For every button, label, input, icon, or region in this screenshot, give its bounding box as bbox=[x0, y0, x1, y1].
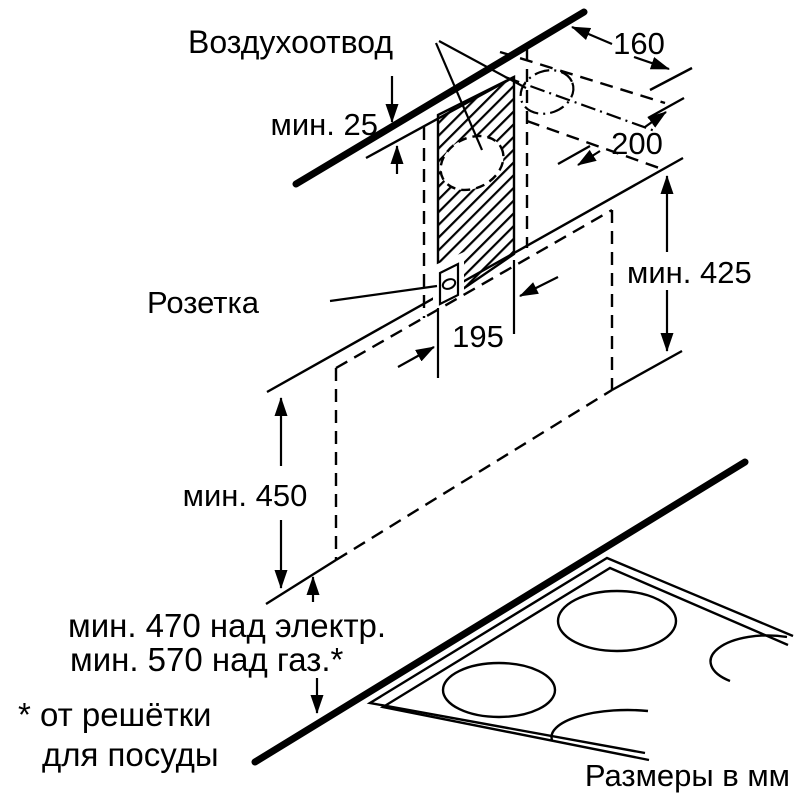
ceiling-opening-outline bbox=[422, 48, 693, 318]
cooktop bbox=[366, 556, 794, 762]
label-air-outlet: Воздухоотвод bbox=[188, 24, 393, 60]
hood-bottom-right-tick bbox=[611, 349, 683, 392]
socket-leader bbox=[329, 284, 438, 303]
dim-min-25 bbox=[385, 76, 404, 174]
dim160-arrow-right bbox=[633, 55, 670, 71]
label-units-note: Размеры в мм bbox=[585, 758, 790, 793]
label-footnote-2: для посуды bbox=[42, 736, 219, 773]
burner-right-partial bbox=[709, 634, 788, 683]
dim195-arrow-left bbox=[397, 346, 435, 368]
label-min-570-gas: мин. 570 над газ.* bbox=[70, 641, 344, 678]
dim200-arrow-lower bbox=[577, 149, 601, 166]
dim-min-470-570 bbox=[306, 576, 324, 714]
hood-outline bbox=[265, 208, 683, 606]
air-outlet-leader-1 bbox=[434, 42, 484, 151]
dim195-arrow-right bbox=[519, 276, 559, 297]
tick-200-near bbox=[557, 144, 591, 166]
label-195: 195 bbox=[452, 319, 504, 354]
label-200: 200 bbox=[611, 126, 663, 161]
burner-left bbox=[441, 661, 557, 719]
hood-top-edge bbox=[335, 208, 613, 370]
chimney-duct bbox=[433, 75, 516, 314]
label-footnote-1: * от решётки bbox=[18, 696, 211, 733]
chimney-hatched-body bbox=[436, 75, 516, 309]
counter-wall-edge-line bbox=[251, 458, 749, 766]
cooktop-rim-inner bbox=[379, 566, 789, 762]
label-min-470-electric: мин. 470 над электр. bbox=[68, 607, 386, 644]
socket-hole bbox=[441, 278, 457, 290]
burner-rear bbox=[556, 589, 678, 653]
opening-near-edge bbox=[526, 119, 663, 171]
duct-hole-ellipse bbox=[439, 134, 505, 192]
label-min-450: мин. 450 bbox=[183, 478, 308, 513]
dim-160 bbox=[571, 25, 670, 71]
dim160-arrow-left bbox=[571, 25, 613, 46]
ceiling-wall-edge-line bbox=[292, 8, 588, 188]
ceiling-duct-hole-circle bbox=[519, 69, 575, 115]
dim200-arrow-upper bbox=[644, 111, 667, 128]
cooktop-rim-outer bbox=[366, 556, 794, 755]
label-min-425: мин. 425 bbox=[627, 255, 752, 290]
air-outlet-leader-2 bbox=[438, 40, 527, 89]
tick-160-far bbox=[649, 66, 693, 92]
label-160: 160 bbox=[613, 26, 665, 61]
dim-200 bbox=[577, 111, 667, 166]
hood-bottom-left-tick bbox=[265, 558, 337, 606]
tick-200-far bbox=[647, 96, 685, 120]
dim-195 bbox=[397, 260, 559, 378]
leader-lines bbox=[329, 40, 527, 303]
label-min-25: мин. 25 bbox=[271, 107, 378, 142]
label-socket: Розетка bbox=[147, 285, 260, 320]
burner-front-partial bbox=[550, 708, 649, 741]
hood-bottom-edge bbox=[335, 388, 613, 562]
